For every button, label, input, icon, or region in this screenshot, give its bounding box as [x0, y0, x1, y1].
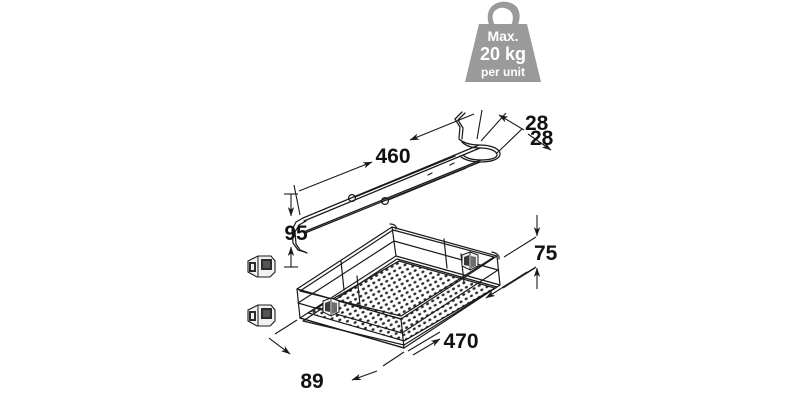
dim-arrow-89-left — [268, 337, 291, 355]
dim-arrow-460-left — [298, 161, 373, 192]
dimension-label-75: 75 — [534, 242, 558, 265]
ext-line-460-left — [293, 184, 301, 216]
bracket-lower — [247, 304, 276, 327]
dim-arrow-460-right — [409, 113, 475, 141]
dim-arrow-89-right — [351, 370, 378, 381]
dim-arrow-28-upper — [498, 114, 525, 131]
dimension-28-lower — [496, 128, 552, 154]
dimension-89 — [268, 319, 405, 381]
dimension-label-95: 95 — [284, 222, 308, 245]
ext-line-460-right — [476, 109, 483, 140]
wire-basket — [296, 223, 501, 349]
dimension-label-28-lower: 28 — [530, 127, 554, 150]
clip-lower — [322, 297, 340, 317]
dimension-95 — [284, 193, 298, 268]
badge-line-3: per unit — [481, 65, 525, 79]
dimension-label-89: 89 — [300, 370, 323, 393]
dimension-label-460: 460 — [375, 145, 410, 168]
clip-upper — [461, 251, 479, 271]
badge-line-2: 20 kg — [480, 44, 526, 64]
dim-arrow-28-lower — [527, 133, 552, 151]
weight-icon — [465, 1, 541, 82]
dimension-28-upper — [480, 112, 525, 142]
dim-arrow-470-right — [485, 271, 528, 299]
dimension-460 — [293, 109, 483, 216]
dimension-label-470: 470 — [443, 330, 478, 353]
dim-arrow-470-left — [412, 338, 441, 356]
max-load-badge: Max. 20 kg per unit — [465, 1, 541, 82]
dimension-470 — [407, 267, 536, 356]
dimension-label-28-upper: 28 — [525, 112, 549, 135]
bracket-upper — [247, 255, 276, 278]
badge-line-1: Max. — [487, 28, 518, 44]
top-rail-assembly — [291, 111, 501, 254]
